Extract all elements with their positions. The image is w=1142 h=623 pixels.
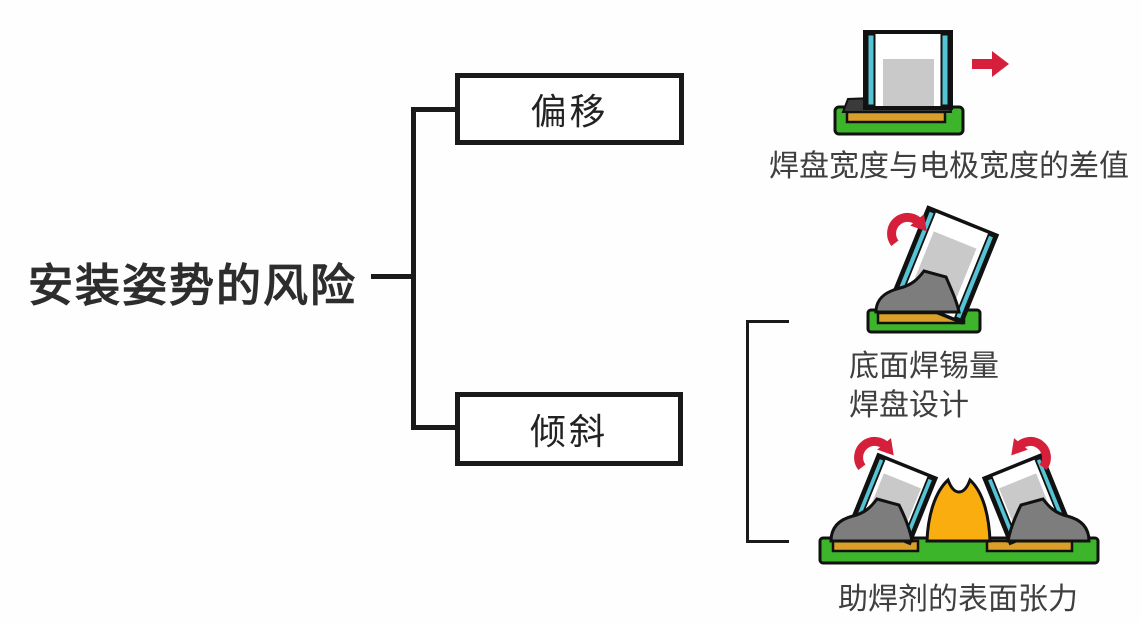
caption-tilt-cause-1-line2: 焊盘设计 (849, 389, 969, 422)
chip-tombstone-illustration (818, 436, 1100, 565)
right-arrow-icon (972, 51, 1009, 77)
rotate-arrow-arc (887, 212, 924, 246)
solder-fillet (874, 269, 961, 314)
chip-offset-illustration (833, 30, 1009, 136)
solder-pad (845, 110, 947, 124)
solder-fillet (829, 497, 914, 543)
tilt-causes-bracket-vertical (746, 320, 749, 543)
branch-box-tilt: 倾斜 (455, 392, 683, 466)
rotate-arrow-head (910, 214, 927, 232)
rotate-arrow-arc (854, 436, 891, 470)
right-chip-assembly (981, 436, 1091, 546)
caption-tilt-cause-1-line1: 底面焊锡量 (849, 350, 999, 383)
connector-vertical-trunk (411, 107, 416, 430)
chip-electrode-right (954, 233, 996, 321)
chip-tilt-illustration (866, 205, 1000, 334)
flux-blob (925, 477, 992, 543)
rotate-arrow-arc (1014, 436, 1051, 470)
diagram-root-title: 安装姿势的风险 (28, 260, 358, 311)
left-chip-assembly (829, 436, 939, 546)
caption-offset-cause: 焊盘宽度与电极宽度的差值 (769, 150, 1129, 183)
rotate-clockwise-icon (854, 436, 894, 470)
connector-to-offset-box (411, 107, 457, 112)
chip-electrode-left (866, 33, 876, 107)
rotate-arrow-head (1011, 438, 1028, 456)
rotate-counterclockwise-icon (1011, 436, 1051, 470)
rotate-clockwise-icon (887, 212, 927, 246)
chip-component (863, 30, 953, 110)
caption-tilt-cause-2: 助焊剂的表面张力 (838, 583, 1078, 616)
branch-label-tilt: 倾斜 (529, 411, 608, 452)
rotate-arrow-head (877, 438, 894, 456)
tilt-causes-bracket-bottom-arm (746, 540, 789, 543)
chip-inner-block (883, 59, 934, 106)
branch-label-offset: 偏移 (530, 91, 609, 132)
chip-electrode-right (940, 33, 950, 107)
connector-to-tilt-box (411, 425, 457, 430)
branch-box-offset: 偏移 (455, 73, 684, 145)
solder-fillet (1006, 497, 1091, 543)
connector-root-horizontal (371, 274, 416, 279)
caption-tilt-cause-1: 底面焊锡量 焊盘设计 (849, 347, 999, 425)
tilt-causes-bracket-top-arm (746, 320, 789, 323)
